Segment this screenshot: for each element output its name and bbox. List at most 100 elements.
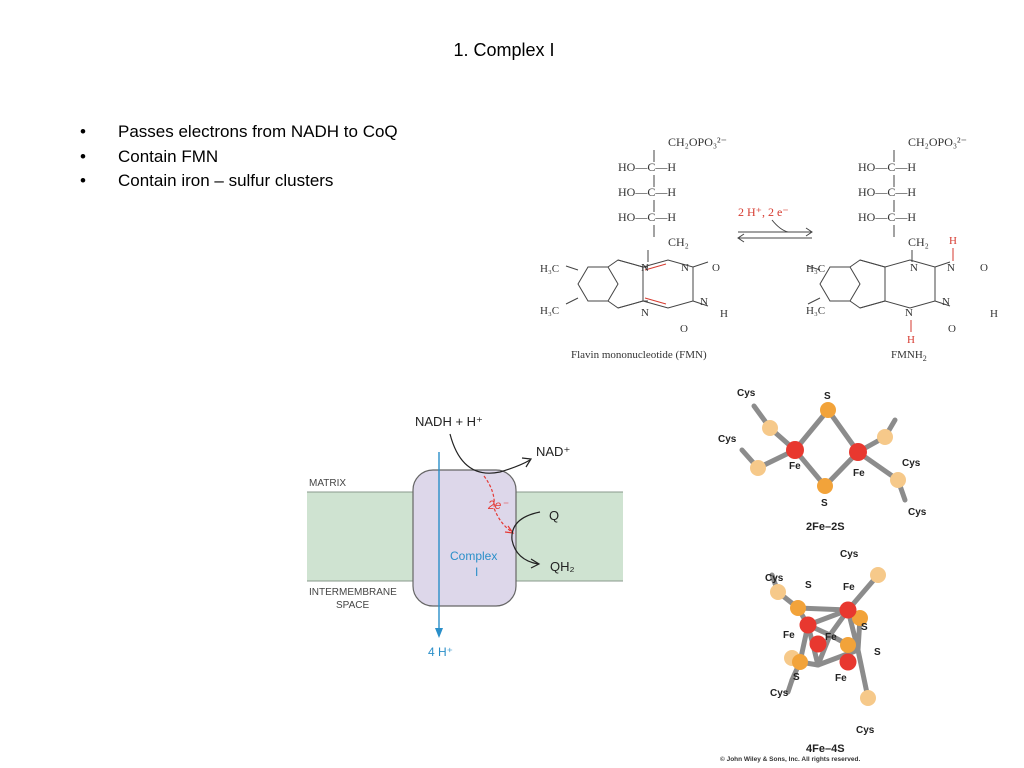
- chain-row: HO—C—H: [858, 210, 916, 224]
- qh2-label: QH₂: [550, 559, 575, 574]
- complex-label: I: [475, 565, 478, 579]
- complex-i-diagram: MATRIX INTERMEMBRANE SPACE NADH + H⁺ NAD…: [307, 414, 623, 659]
- fe-label: Fe: [853, 468, 865, 479]
- protons-label: 4 H⁺: [428, 645, 453, 659]
- atom-n: N: [910, 262, 918, 274]
- atom-n: N: [700, 296, 708, 308]
- fe-atom: [839, 601, 857, 619]
- fe-atom: [799, 616, 817, 634]
- cluster-label-4fe4s: 4Fe–4S: [806, 743, 845, 755]
- s-label: S: [805, 580, 812, 591]
- chain-bottom: CH₂: [908, 235, 929, 249]
- fmn-caption: Flavin mononucleotide (FMN): [571, 349, 707, 361]
- methyl-label: H₃C: [540, 305, 559, 317]
- fe-atom: [839, 653, 857, 671]
- methyl-label: H₃C: [540, 263, 559, 275]
- cys-label: Cys: [765, 573, 784, 584]
- atom-o: O: [948, 323, 956, 335]
- fe-label: Fe: [835, 673, 847, 684]
- chain-row: HO—C—H: [858, 160, 916, 174]
- atom-o: O: [980, 262, 988, 274]
- chain-row: HO—C—H: [618, 160, 676, 174]
- atom-o: O: [680, 323, 688, 335]
- reaction-arrow: 2 H⁺, 2 e⁻: [737, 205, 813, 243]
- bullet-dot: •: [80, 122, 86, 141]
- cys-label: Cys: [718, 434, 737, 445]
- nad-label: NAD⁺: [536, 444, 570, 459]
- chain-row: HO—C—H: [858, 185, 916, 199]
- matrix-label: MATRIX: [309, 478, 346, 489]
- cys-atom: [860, 690, 876, 706]
- s-label: S: [824, 391, 831, 402]
- cys-atom: [762, 420, 778, 436]
- fmn-ribityl-chain: CH₂OPO₃²⁻ HO—C—H HO—C—H HO—C—H CH₂: [618, 135, 727, 249]
- atom-n: N: [947, 262, 955, 274]
- atom-n: N: [905, 307, 913, 319]
- bullet-text: Passes electrons from NADH to CoQ: [118, 122, 398, 141]
- atom-n: N: [942, 296, 950, 308]
- cys-atom: [750, 460, 766, 476]
- s-label: S: [861, 622, 868, 633]
- cys-label: Cys: [770, 688, 789, 699]
- cys-atom: [890, 472, 906, 488]
- complex-label: Complex: [450, 549, 497, 563]
- nadh-label: NADH + H⁺: [415, 414, 483, 429]
- intermembrane-label: INTERMEMBRANE: [309, 587, 397, 598]
- atom-h: H: [990, 308, 998, 320]
- added-hydrogen: H: [949, 235, 957, 247]
- fmn-reactive-bonds: [644, 263, 667, 305]
- bullet-text: Contain iron – sulfur clusters: [118, 171, 334, 190]
- chain-bottom: CH₂: [668, 235, 689, 249]
- fmnh2-caption: FMNH2: [891, 349, 927, 363]
- s-label: S: [821, 498, 828, 509]
- bullet-item: • Contain iron – sulfur clusters: [80, 169, 398, 194]
- atom-n: N: [641, 262, 649, 274]
- s-label: S: [793, 672, 800, 683]
- bullet-dot: •: [80, 171, 86, 190]
- fe-atom: [786, 441, 804, 459]
- intermembrane-label: SPACE: [336, 600, 369, 611]
- s-atom: [820, 402, 836, 418]
- added-hydrogen: H: [907, 334, 915, 346]
- s-atom: [840, 637, 856, 653]
- fe-label: Fe: [789, 461, 801, 472]
- fmn-reaction-figure: CH₂OPO₃²⁻ HO—C—H HO—C—H HO—C—H CH₂ CH₂OP…: [540, 135, 998, 363]
- q-label: Q: [549, 508, 559, 523]
- bullet-list: • Passes electrons from NADH to CoQ • Cont…: [80, 120, 398, 194]
- slide-title: 1. Complex I: [453, 40, 555, 60]
- cys-label: Cys: [737, 388, 756, 399]
- atom-o: O: [712, 262, 720, 274]
- chain-top: CH₂OPO₃²⁻: [668, 135, 727, 149]
- copyright-text: © John Wiley & Sons, Inc. All rights res…: [720, 755, 860, 763]
- fe-label: Fe: [825, 632, 837, 643]
- fe-atom: [849, 443, 867, 461]
- atom-n: N: [641, 307, 649, 319]
- fe-label: Fe: [843, 582, 855, 593]
- electrons-label: 2e⁻: [487, 498, 509, 512]
- bullet-dot: •: [80, 146, 86, 166]
- chain-row: HO—C—H: [618, 185, 676, 199]
- s-label: S: [874, 647, 881, 658]
- fmnh2-ribityl-chain: CH₂OPO₃²⁻ HO—C—H HO—C—H HO—C—H CH₂: [858, 135, 967, 249]
- cluster-label-2fe2s: 2Fe–2S: [806, 521, 845, 533]
- atom-n: N: [681, 262, 689, 274]
- cys-label: Cys: [902, 458, 921, 469]
- cys-label: Cys: [856, 725, 875, 736]
- complex-i-protein: [412, 469, 517, 607]
- fe-label: Fe: [783, 630, 795, 641]
- s-atom: [792, 654, 808, 670]
- cys-atom: [877, 429, 893, 445]
- chain-row: HO—C—H: [618, 210, 676, 224]
- bullet-item: • Contain FMN: [80, 145, 398, 170]
- reaction-label: 2 H⁺, 2 e⁻: [738, 205, 789, 219]
- fe-atom: [809, 635, 827, 653]
- bullet-text: Contain FMN: [118, 146, 219, 166]
- s-atom: [790, 600, 806, 616]
- atom-h: H: [720, 308, 728, 320]
- cys-label: Cys: [840, 549, 859, 560]
- chain-top: CH₂OPO₃²⁻: [908, 135, 967, 149]
- s-atom: [817, 478, 833, 494]
- iron-sulfur-clusters: Cys Cys Cys Cys S S Fe Fe 2Fe–2S Cys Cys…: [718, 388, 927, 763]
- bullet-item: • Passes electrons from NADH to CoQ: [80, 120, 398, 145]
- s-atom: [852, 610, 868, 626]
